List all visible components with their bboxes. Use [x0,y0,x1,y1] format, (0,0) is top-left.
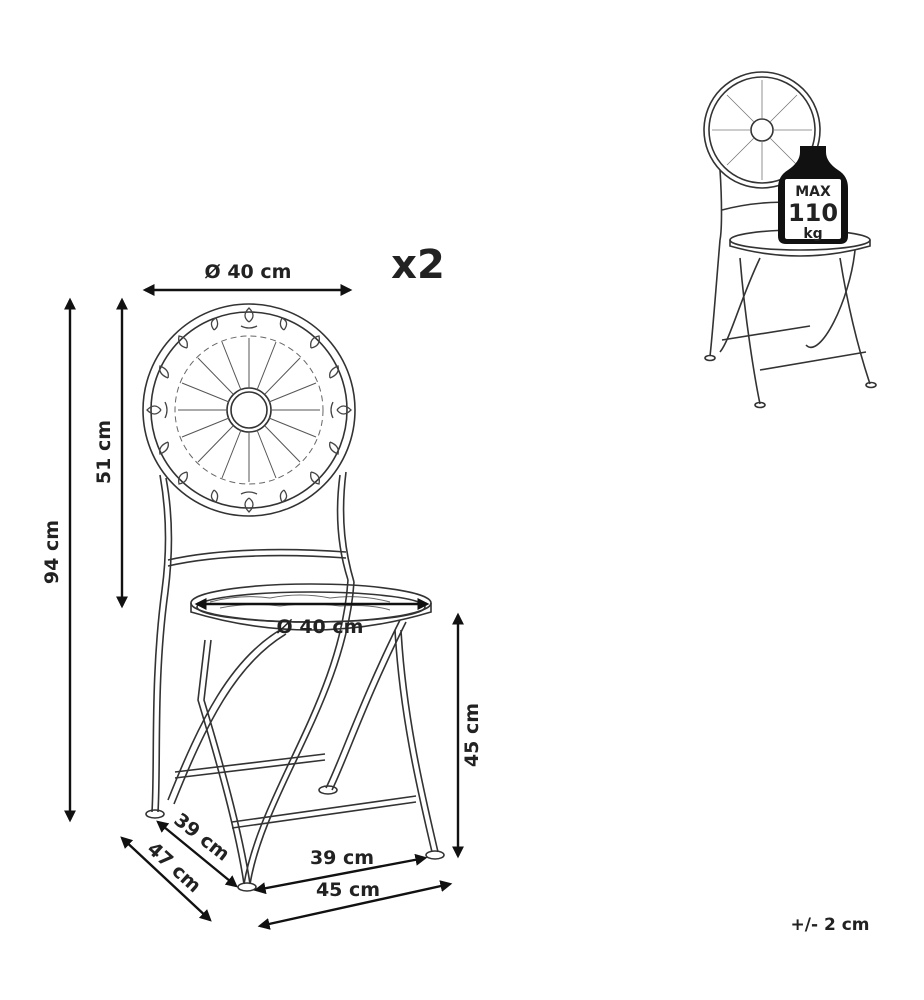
label-seat-diameter: Ø 40 cm [277,616,364,638]
dim-width-outer-arrow [257,880,453,930]
label-width-outer: 45 cm [316,879,380,901]
legs [145,579,445,892]
fleur-de-lis-ornaments [146,307,352,513]
max-load-line3: kg [803,226,822,242]
backrest-spokes [178,338,320,482]
max-load-weight-icon: MAX 110 kg [778,146,848,244]
back-frame [159,471,355,593]
label-quantity: x2 [391,242,445,288]
backrest [142,303,356,517]
max-load-line2: 110 [788,199,838,227]
label-back-diameter: Ø 40 cm [205,261,292,283]
label-total-height: 94 cm [41,520,63,584]
max-load-line1: MAX [795,184,831,200]
label-tolerance: +/- 2 cm [791,915,870,935]
label-seat-height: 45 cm [461,703,483,767]
label-width-inner: 39 cm [310,847,374,869]
chair-drawing [142,303,445,892]
dim-depth-outer-arrow [120,836,212,922]
label-back-height: 51 cm [93,420,115,484]
dimension-lines [64,284,464,930]
